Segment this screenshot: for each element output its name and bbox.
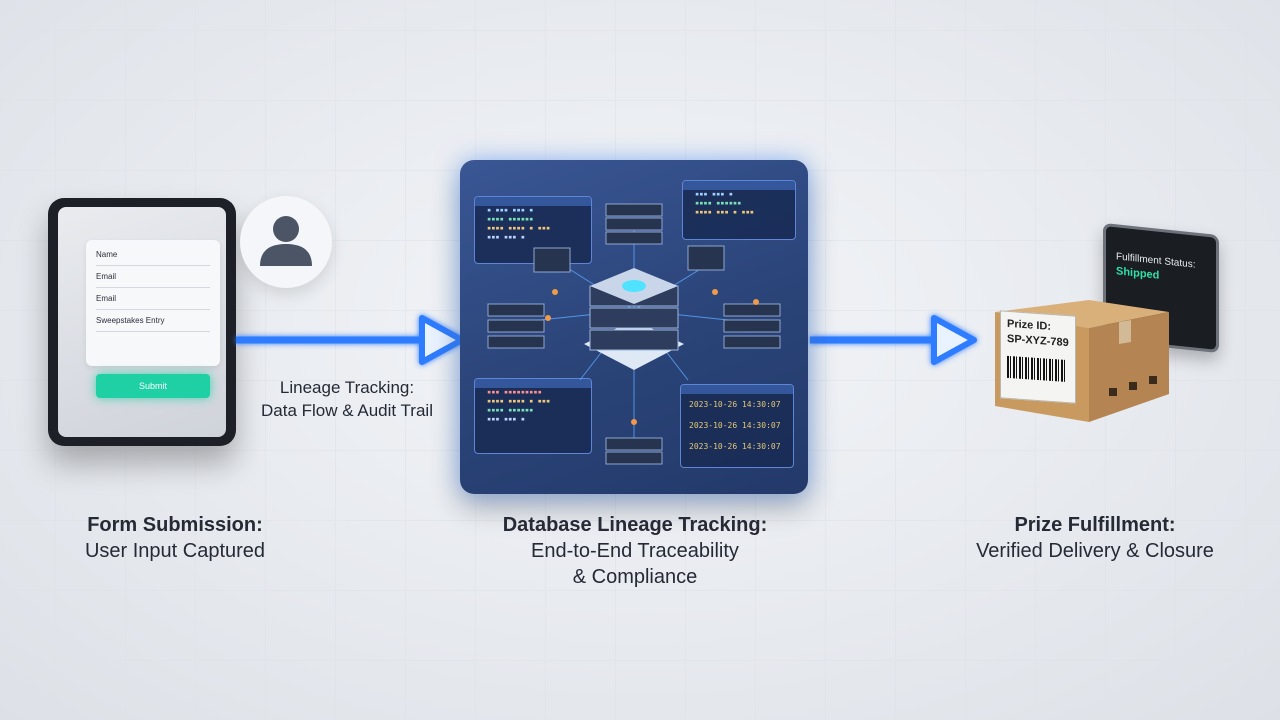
caption-title: Form Submission:	[87, 514, 263, 536]
box-handling-icons	[1109, 376, 1157, 396]
tablet-screen: Name Email Email Sweepstakes Entry	[58, 207, 226, 437]
code-window-bar	[683, 181, 795, 190]
lineage-subtitle: Data Flow & Audit Trail	[261, 401, 433, 420]
form-field-sweepstakes-entry[interactable]: Sweepstakes Entry	[96, 316, 210, 332]
code-window-bar	[475, 197, 591, 206]
fulfillment-status-value: Shipped	[1116, 265, 1160, 282]
caption-prize-fulfillment: Prize Fulfillment: Verified Delivery & C…	[950, 512, 1240, 564]
lineage-title: Lineage Tracking:	[279, 378, 415, 397]
code-window-top-right: ▪▪▪ ▪▪▪ ▪ ▪▪▪▪ ▪▪▪▪▪▪ ▪▪▪▪ ▪▪▪ ▪ ▪▪▪	[682, 180, 796, 240]
submit-button[interactable]: Submit	[96, 374, 210, 398]
log-timestamp: 2023-10-26 14:30:07	[689, 442, 781, 451]
tablet-device: Name Email Email Sweepstakes Entry	[48, 198, 236, 446]
left-flow-arrow	[236, 315, 465, 365]
network-nodes	[545, 289, 759, 425]
database-panel: ▪ ▪▪▪ ▪▪▪ ▪ ▪▪▪▪ ▪▪▪▪▪▪ ▪▪▪▪ ▪▪▪▪ ▪ ▪▪▪ …	[460, 160, 808, 494]
caption-subtitle: User Input Captured	[84, 540, 266, 562]
code-window-bar	[475, 379, 591, 388]
caption-subtitle-2: & Compliance	[572, 566, 698, 588]
shipping-label: Prize ID: SP-XYZ-789	[1000, 310, 1076, 404]
caption-database-lineage: Database Lineage Tracking: End-to-End Tr…	[470, 512, 800, 590]
caption-subtitle: End-to-End Traceability	[531, 540, 739, 562]
code-window-top-left: ▪ ▪▪▪ ▪▪▪ ▪ ▪▪▪▪ ▪▪▪▪▪▪ ▪▪▪▪ ▪▪▪▪ ▪ ▪▪▪ …	[474, 196, 592, 264]
server-network-illustration	[487, 203, 781, 465]
satellite-servers	[487, 203, 781, 465]
prize-id-value: SP-XYZ-789	[1007, 332, 1069, 350]
code-window-bar	[681, 385, 793, 394]
barcode	[1007, 355, 1065, 382]
timestamp-log-window: 2023-10-26 14:30:07 2023-10-26 14:30:07 …	[680, 384, 794, 468]
form-field-email[interactable]: Email	[96, 272, 210, 288]
caption-title: Database Lineage Tracking:	[502, 514, 768, 536]
prize-id-label: Prize ID:	[1007, 317, 1052, 333]
lineage-label: Lineage Tracking: Data Flow & Audit Trai…	[242, 376, 452, 422]
form-field-email-2[interactable]: Email	[96, 294, 210, 310]
right-flow-arrow	[810, 315, 977, 365]
caption-title: Prize Fulfillment:	[1014, 514, 1176, 536]
entry-form: Name Email Email Sweepstakes Entry	[86, 240, 220, 366]
code-window-bottom-left: ▪▪▪ ▪▪▪▪▪▪▪▪▪ ▪▪▪▪ ▪▪▪▪ ▪ ▪▪▪ ▪▪▪▪ ▪▪▪▪▪…	[474, 378, 592, 454]
central-server-stack	[584, 268, 684, 370]
log-timestamp: 2023-10-26 14:30:07	[689, 421, 781, 430]
user-icon	[260, 216, 312, 266]
caption-subtitle: Verified Delivery & Closure	[976, 540, 1214, 562]
user-avatar	[240, 196, 332, 288]
caption-form-submission: Form Submission: User Input Captured	[30, 512, 320, 564]
log-timestamp: 2023-10-26 14:30:07	[689, 400, 781, 409]
form-field-name[interactable]: Name	[96, 250, 210, 266]
